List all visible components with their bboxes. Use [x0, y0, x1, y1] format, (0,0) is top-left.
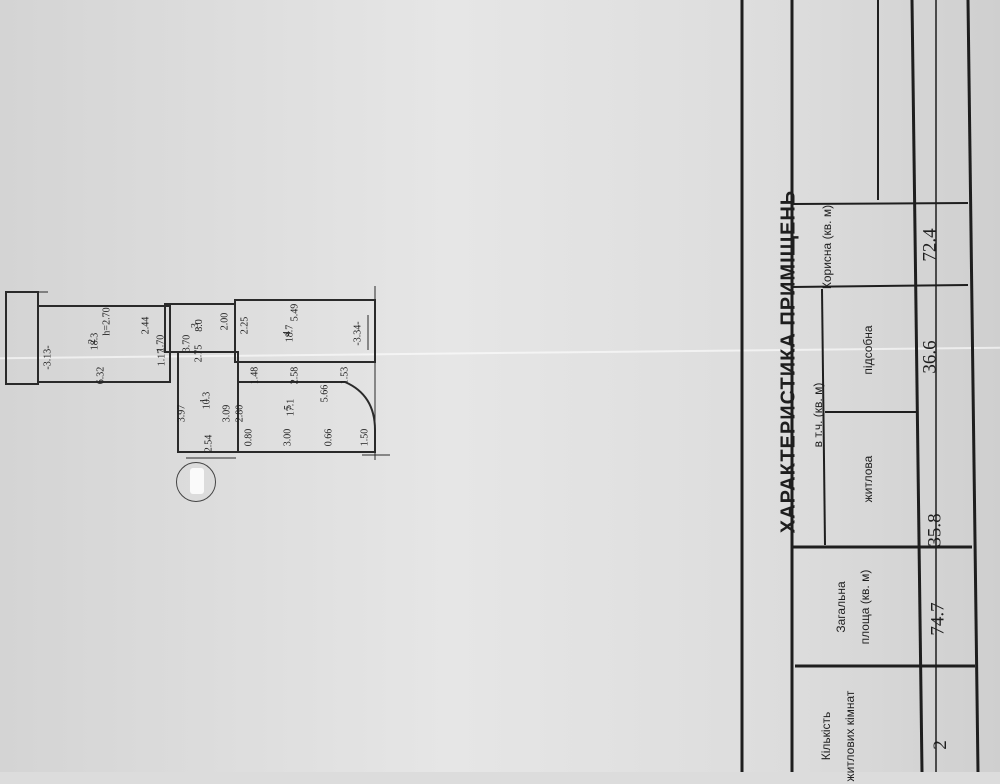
value-living: 35.8: [924, 513, 946, 547]
stamp-redaction: [190, 468, 204, 494]
stamp-circle: [176, 462, 216, 502]
value-rooms: 2: [929, 740, 951, 750]
value-auxiliary: 36.6: [919, 340, 941, 374]
table-title: ХАРАКТЕРИСТИКА ПРИМІЩЕНЬ: [777, 189, 800, 534]
value-useful-area: 72.4: [919, 228, 941, 262]
value-total-area: 74.7: [927, 602, 949, 636]
header-useful-area: Корисна (кв. м): [820, 204, 834, 290]
header-auxiliary: підсобна: [861, 325, 875, 375]
header-rooms: Кількість житлових кімнат: [819, 690, 857, 782]
header-living: житлова: [861, 455, 875, 503]
header-incl: в т.ч. (кв. м): [811, 382, 825, 448]
header-total-area: Загальна площа (кв. м): [834, 569, 872, 645]
